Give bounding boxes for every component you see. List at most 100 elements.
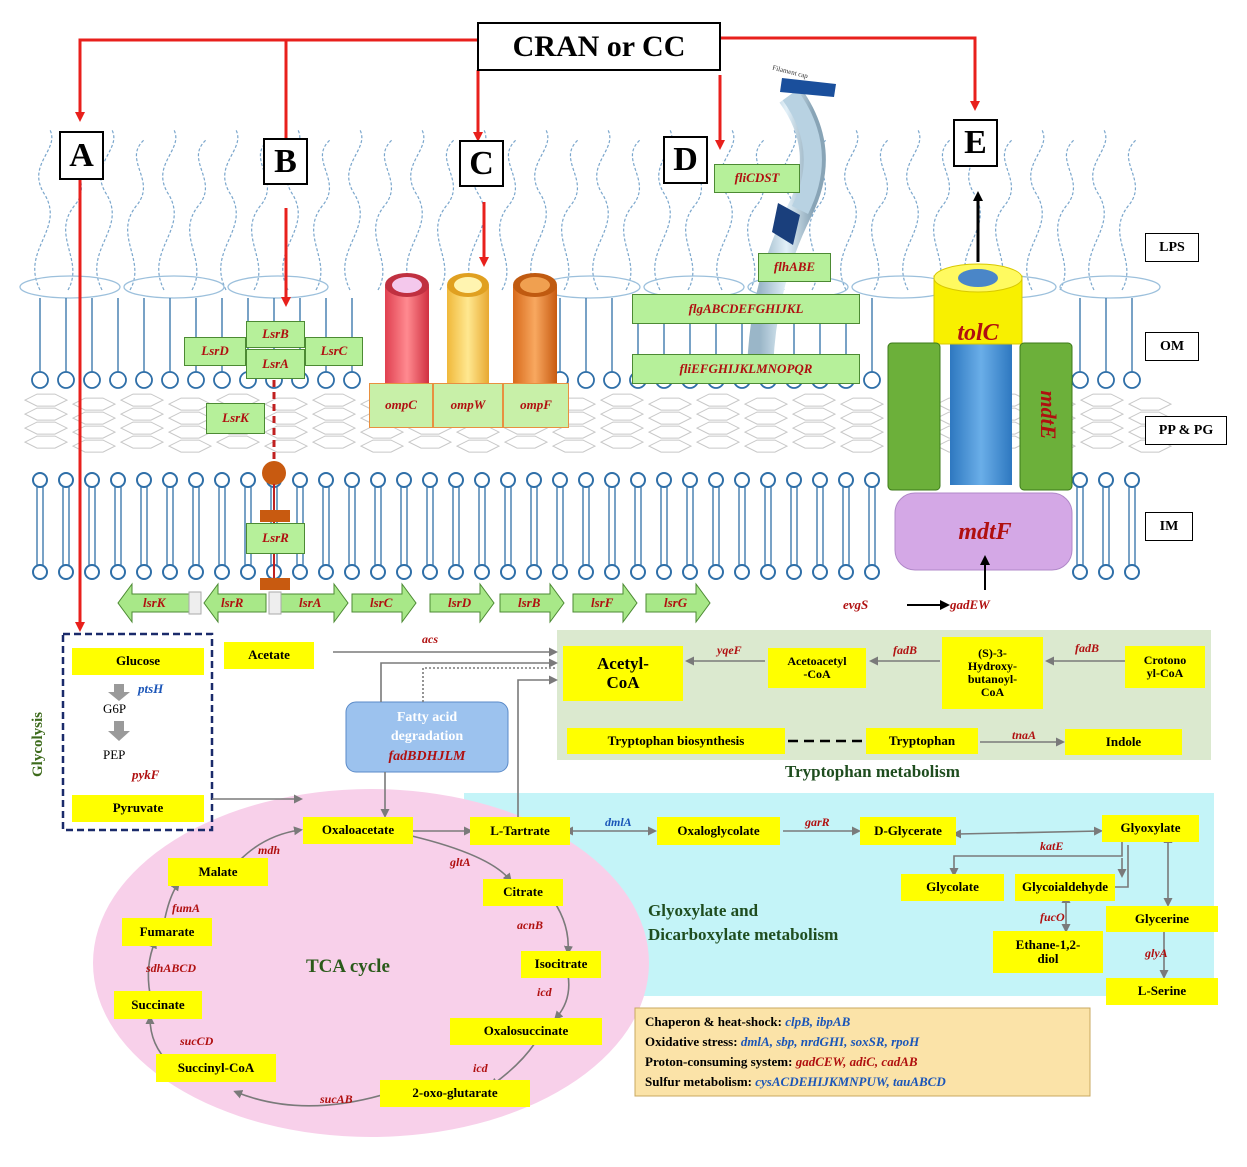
fli-genes: fliEFGHIJKLMNOPQR — [632, 354, 860, 384]
legend-genes: clpB, ibpAB — [785, 1014, 851, 1029]
glyoxylate-node: Glyoxylate — [1102, 815, 1199, 842]
acnb-gene: acnB — [517, 918, 544, 932]
crotonoyl-coa-node: Crotono yl-CoA — [1125, 646, 1205, 688]
panel-letter-d: D — [663, 136, 708, 184]
operon-gene-label: lsrF — [591, 595, 614, 610]
operon-gene-arrow — [572, 582, 638, 624]
pyruvate-node: Pyruvate — [72, 795, 204, 822]
panel-letter-b: B — [263, 138, 308, 185]
panel-letter-a: A — [59, 131, 104, 180]
acetate-node: Acetate — [224, 642, 314, 669]
citrate-node: Citrate — [483, 879, 563, 906]
tryptophan-title: Tryptophan metabolism — [785, 762, 960, 781]
glycolaldehyde-node: Glycoialdehyde — [1015, 874, 1115, 901]
flicdst-genes: fliCDST — [714, 164, 800, 193]
malate-node: Malate — [168, 858, 268, 886]
top-condition-box: CRAN or CC — [477, 22, 721, 71]
lsrr-protein: LsrR — [246, 523, 305, 554]
ptsh-gene: ptsH — [138, 681, 164, 696]
oxaloacetate-node: Oxaloacetate — [303, 817, 413, 844]
l-serine-node: L-Serine — [1106, 978, 1218, 1005]
legend-label: Chaperon & heat-shock: — [645, 1014, 786, 1029]
glyoxylate-title: Glyoxylate and Dicarboxylate metabolism — [648, 901, 839, 944]
lsrb-protein: LsrB — [246, 321, 305, 348]
operon-gene-arrow — [117, 582, 197, 624]
succinate-node: Succinate — [114, 991, 202, 1019]
acs-gene: acs — [422, 632, 438, 646]
mdh-gene: mdh — [258, 843, 281, 857]
sdhabcd-gene: sdhABCD — [146, 961, 197, 975]
yqef-gene: yqeF — [717, 643, 742, 657]
sucab-gene: sucAB — [320, 1092, 353, 1106]
operon-gene-label: lsrR — [221, 595, 244, 610]
legend-genes: gadCEW, adiC, cadAB — [795, 1054, 918, 1069]
glycolate-node: Glycolate — [901, 874, 1004, 901]
panel-letter-e: E — [953, 119, 998, 167]
glycerine-node: Glycerine — [1106, 906, 1218, 932]
legend-row: Oxidative stress: dmlA, sbp, nrdGHI, sox… — [645, 1032, 1085, 1052]
tryptophan-biosynthesis-node: Tryptophan biosynthesis — [567, 728, 785, 754]
operon-gene-label: lsrC — [370, 595, 393, 610]
pp-pg-label: PP & PG — [1145, 416, 1227, 445]
g6p-node: G6P — [103, 701, 127, 716]
flhabe-genes: flhABE — [758, 253, 831, 282]
legend-label: Sulfur metabolism: — [645, 1074, 756, 1089]
ompf-porin: ompF — [503, 383, 569, 428]
lsra-protein: LsrA — [246, 349, 305, 379]
legend-label: Oxidative stress: — [645, 1034, 741, 1049]
succinyl-coa-node: Succinyl-CoA — [156, 1054, 276, 1082]
glya-gene: glyA — [1145, 946, 1168, 960]
fuco-gene: fucO — [1040, 910, 1065, 924]
operon-gene-label: lsrG — [664, 595, 688, 610]
fatty-acid-line2: degradation — [390, 729, 464, 745]
legend-genes: cysACDEHIJKMNPUW, tauABCD — [755, 1074, 946, 1089]
tryptophan-node: Tryptophan — [866, 728, 978, 754]
mdtf-label: mdtF — [958, 518, 1012, 545]
oxaloglycolate-node: Oxaloglycolate — [657, 817, 780, 845]
oxalosuccinate-node: Oxalosuccinate — [450, 1018, 602, 1045]
flg-genes: flgABCDEFGHIJKL — [632, 294, 860, 324]
ompw-porin: ompW — [433, 383, 503, 428]
im-label: IM — [1145, 512, 1193, 541]
mdte-label: mdtE — [1036, 390, 1062, 440]
indole-node: Indole — [1065, 729, 1182, 755]
operon-gene-label: lsrB — [518, 595, 541, 610]
fadb-gene-1: fadB — [893, 643, 917, 657]
om-label: OM — [1145, 332, 1199, 361]
operon-gene-label: lsrK — [143, 595, 166, 610]
operon-gene-label: lsrA — [299, 595, 322, 610]
icd-gene-2: icd — [473, 1061, 488, 1075]
pep-node: PEP — [103, 747, 126, 762]
legend-row: Sulfur metabolism: cysACDEHIJKMNPUW, tau… — [645, 1072, 1085, 1092]
kate-gene: katE — [1040, 839, 1064, 853]
stress-legend: Chaperon & heat-shock: clpB, ibpAB Oxida… — [645, 1012, 1085, 1092]
operon-gene-arrow — [499, 582, 565, 624]
acetyl-coa-node: Acetyl- CoA — [563, 646, 683, 701]
lsrk-protein: LsrK — [206, 403, 265, 434]
legend-label: Proton-consuming system: — [645, 1054, 796, 1069]
d-glycerate-node: D-Glycerate — [860, 817, 956, 845]
tca-title: TCA cycle — [306, 956, 390, 977]
gadew-gene: gadEW — [950, 597, 990, 612]
isocitrate-node: Isocitrate — [521, 951, 601, 978]
succd-gene: sucCD — [180, 1034, 214, 1048]
operon-gene-arrow — [429, 582, 495, 624]
operon-gene-arrow — [277, 582, 349, 624]
operon-gene-arrow — [203, 582, 267, 624]
lsrc-protein: LsrC — [305, 337, 363, 366]
lsrd-protein: LsrD — [184, 337, 246, 366]
glycolysis-title: Glycolysis — [30, 711, 47, 778]
fumarate-node: Fumarate — [122, 918, 212, 946]
glta-gene: gltA — [450, 855, 471, 869]
garr-gene: garR — [805, 815, 830, 829]
operon-gene-arrow — [645, 582, 711, 624]
fatty-acid-genes: fadBDHJLM — [388, 749, 466, 765]
evgs-gene: evgS — [843, 597, 869, 612]
lps-label: LPS — [1145, 233, 1199, 262]
pykf-gene: pykF — [132, 767, 160, 782]
tnaa-gene: tnaA — [1012, 728, 1037, 742]
icd-gene-1: icd — [537, 985, 552, 999]
acetoacetyl-coa-node: Acetoacetyl -CoA — [768, 648, 866, 688]
ompc-porin: ompC — [369, 383, 433, 428]
